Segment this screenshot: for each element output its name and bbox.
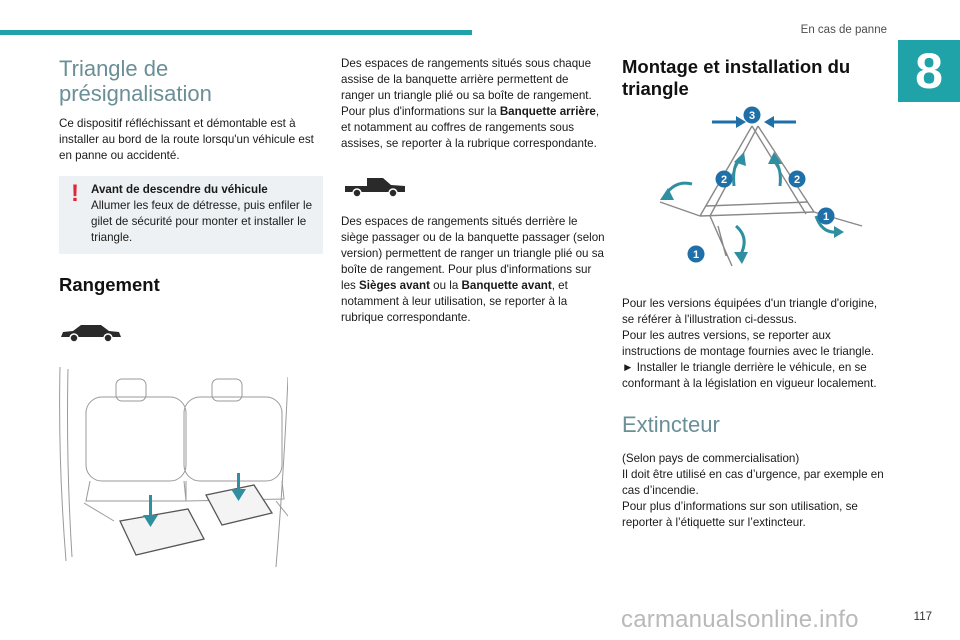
extincteur-p2: Il doit être utilisé en cas d’urgence, p… xyxy=(622,468,884,497)
page-number: 117 xyxy=(913,611,932,623)
step1-right-badge xyxy=(817,207,835,225)
triangle-intro: Ce dispositif réfléchissant et démontabl… xyxy=(59,117,314,162)
banquette-avant-ref: Banquette avant xyxy=(461,279,552,292)
step1-right-label: 1 xyxy=(823,211,829,223)
montage-step: ► Installer le triangle derrière le véhi… xyxy=(622,361,877,390)
extincteur-p3: Pour plus d’informations sur son utilisa… xyxy=(622,500,858,529)
storage-behind-seat-ref: Pour plus d'informations sur les xyxy=(341,263,592,292)
rear-seat-storage-illustration xyxy=(59,366,288,568)
rangement-title: Rangement xyxy=(59,274,160,295)
column-left: Triangle de présignalisation Ce disposit… xyxy=(59,56,323,575)
step2-left-label: 2 xyxy=(721,174,727,186)
storage-under-seat-sentence: Des espaces de rangements situés sous ch… xyxy=(341,57,592,102)
column-right: Montage et installation du triangle xyxy=(622,56,890,531)
column-middle: Des espaces de rangements situés sous ch… xyxy=(341,56,605,326)
step1-left-label: 1 xyxy=(693,249,699,261)
storage-under-seat-text: Des espaces de rangements situés sous ch… xyxy=(341,56,605,152)
step2-left-badge xyxy=(715,170,733,188)
step2-right-badge xyxy=(788,170,806,188)
step1-left-badge xyxy=(687,245,705,263)
header-accent-bar xyxy=(0,30,472,35)
step3-badge xyxy=(743,106,761,124)
warning-icon: ! xyxy=(71,180,79,207)
extincteur-title: Extincteur xyxy=(622,412,720,437)
storage-under-seat-ref: Pour plus d'informations sur la xyxy=(341,105,500,118)
sedan-icon xyxy=(61,325,121,343)
banquette-arriere-ref: Banquette arrière xyxy=(499,105,596,118)
step2-right-label: 2 xyxy=(794,174,800,186)
montage-p1: Pour les versions équipées d'un triangle… xyxy=(622,297,878,326)
extincteur-p1: (Selon pays de commercialisation) xyxy=(622,452,800,465)
triangle-assembly-illustration: 3 2 2 1 1 xyxy=(659,106,863,267)
sieges-avant-ref: Sièges avant xyxy=(359,279,430,292)
pickup-truck-icon xyxy=(345,178,405,198)
storage-under-seat-ref-end: , et notamment au coffres de rangements … xyxy=(341,105,600,150)
warning-body: Allumer les feux de détresse, puis enfil… xyxy=(91,199,313,244)
watermark: carmanualsonline.info xyxy=(621,606,859,633)
storage-behind-seat-ref-end: , et notamment à leur utilisation, se re… xyxy=(341,279,568,324)
storage-behind-seat-sentence: Des espaces de rangements situés derrièr… xyxy=(341,215,605,276)
storage-behind-seat-text: Des espaces de rangements situés derrièr… xyxy=(341,214,605,326)
montage-title: Montage et installation du triangle xyxy=(622,56,851,99)
ref-connector: ou la xyxy=(429,279,462,292)
section-title: En cas de panne xyxy=(800,24,887,36)
montage-p2: Pour les autres versions, se reporter au… xyxy=(622,329,874,358)
step3-label: 3 xyxy=(749,110,755,122)
triangle-title: Triangle de présignalisation xyxy=(59,56,212,106)
warning-box: ! Avant de descendre du véhicule Allumer… xyxy=(59,176,323,254)
warning-title: Avant de descendre du véhicule xyxy=(91,183,268,196)
chapter-number-tab: 8 xyxy=(898,40,960,102)
